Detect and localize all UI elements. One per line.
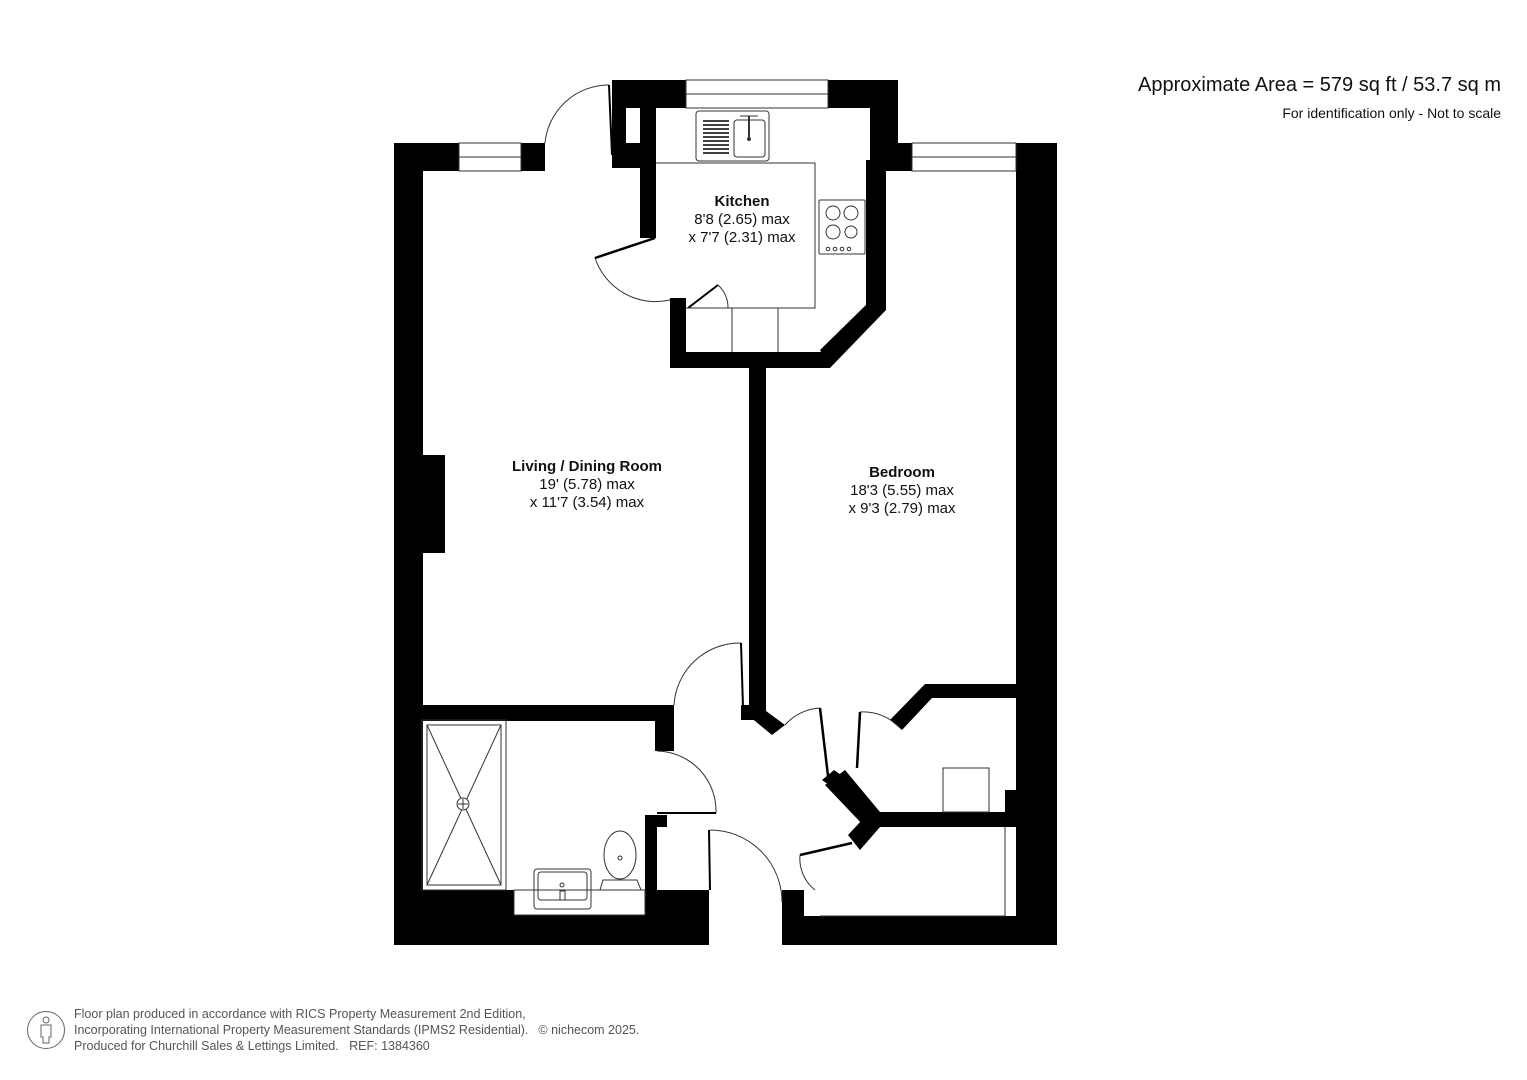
toilet-icon — [599, 830, 642, 891]
room-kitchen: Kitchen 8'8 (2.65) max x 7'7 (2.31) max — [688, 193, 796, 246]
room-dimension: x 11'7 (3.54) max — [530, 494, 645, 511]
room-dimension: 8'8 (2.65) max — [694, 211, 790, 228]
room-name: Living / Dining Room — [512, 458, 662, 475]
reference-number: REF: 1384360 — [349, 1039, 430, 1053]
shower-tray-icon — [421, 719, 507, 891]
room-dimension: 18'3 (5.55) max — [850, 482, 954, 499]
room-dimension: 19' (5.78) max — [539, 476, 635, 493]
person-info-icon — [27, 1011, 65, 1049]
room-name: Kitchen — [714, 193, 769, 210]
area-summary: Approximate Area = 579 sq ft / 53.7 sq m… — [1138, 72, 1501, 122]
approximate-area: Approximate Area = 579 sq ft / 53.7 sq m — [1138, 74, 1501, 96]
footer: Floor plan produced in accordance with R… — [26, 1006, 639, 1054]
footer-line-1: Floor plan produced in accordance with R… — [74, 1007, 526, 1021]
room-name: Bedroom — [869, 464, 935, 481]
copyright: © nichecom 2025. — [538, 1023, 640, 1037]
footer-text: Floor plan produced in accordance with R… — [74, 1006, 639, 1054]
room-bedroom: Bedroom 18'3 (5.55) max x 9'3 (2.79) max — [848, 464, 956, 517]
room-dimension: x 7'7 (2.31) max — [688, 229, 796, 246]
room-dimension: x 9'3 (2.79) max — [848, 500, 956, 517]
room-living-dining: Living / Dining Room 19' (5.78) max x 11… — [512, 458, 662, 511]
scale-disclaimer: For identification only - Not to scale — [1282, 105, 1501, 121]
walls — [394, 80, 1057, 945]
wash-basin-icon — [533, 868, 592, 910]
hob-icon — [818, 199, 866, 255]
windows — [458, 79, 1017, 172]
footer-line-3: Produced for Churchill Sales & Lettings … — [74, 1039, 430, 1053]
footer-line-2: Incorporating International Property Mea… — [74, 1023, 640, 1037]
kitchen-sink-icon — [695, 110, 770, 162]
door-swings — [513, 84, 1006, 917]
